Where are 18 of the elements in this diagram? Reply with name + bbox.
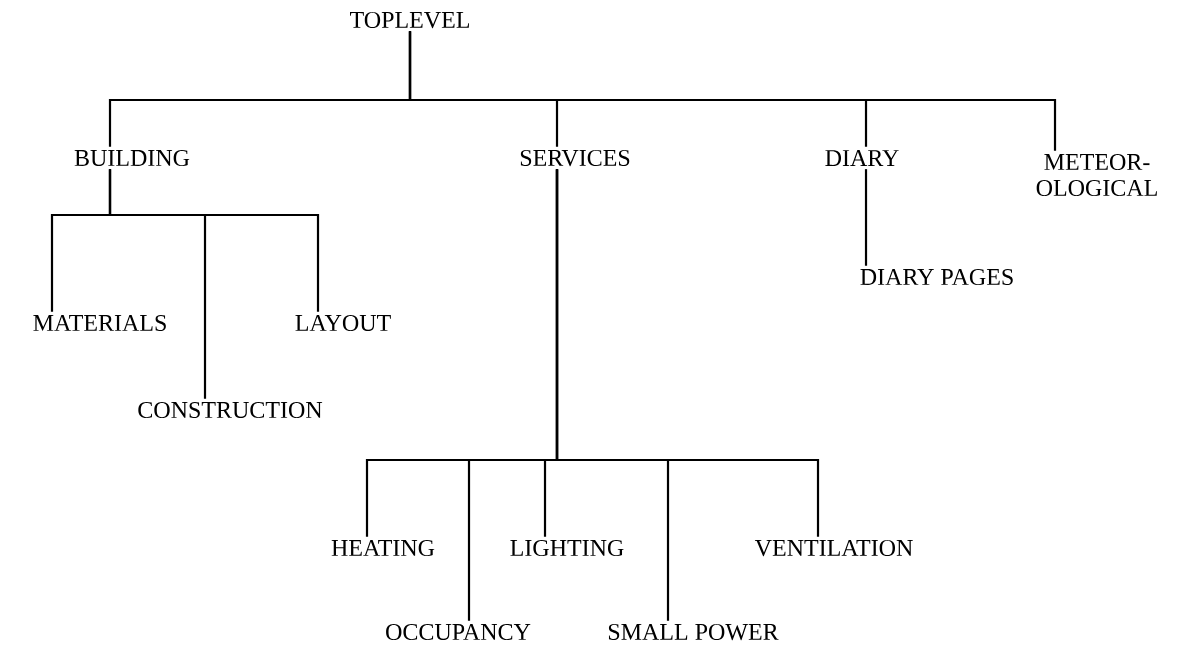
node-label: TOPLEVEL: [350, 11, 469, 29]
node-label: LAYOUT: [295, 314, 391, 332]
node-label: METEOR- OLOGICAL: [1036, 153, 1157, 197]
node-label: BUILDING: [74, 149, 190, 167]
connector-line: [864, 169, 868, 266]
node-label: HEATING: [331, 539, 435, 557]
connector-line: [555, 169, 820, 537]
node-label: VENTILATION: [754, 539, 913, 557]
node-label: LIGHTING: [510, 539, 624, 557]
node-label: SERVICES: [520, 149, 630, 167]
node-label: CONSTRUCTION: [138, 401, 323, 419]
connector-line: [108, 169, 320, 312]
connector-line: [408, 31, 1057, 151]
node-label: OCCUPANCY: [386, 623, 531, 641]
node-label: DIARY PAGES: [860, 268, 1013, 286]
node-label: SMALL POWER: [608, 623, 779, 641]
node-label: DIARY: [825, 150, 899, 166]
node-label: MATERIALS: [33, 314, 166, 332]
